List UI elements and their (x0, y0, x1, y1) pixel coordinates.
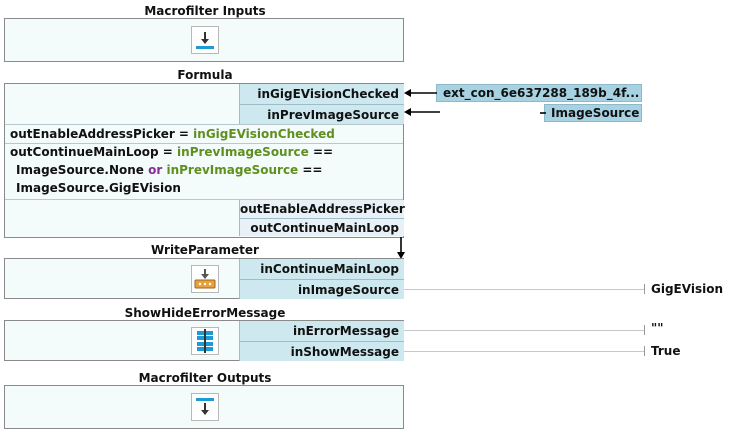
value-connector-bracket (644, 284, 645, 294)
value-connector-bracket (644, 325, 645, 335)
writeparameter-block[interactable]: inContinueMainLoop inImageSource (4, 258, 404, 299)
formula-enum-value: ImageSource.GigEVision (16, 181, 181, 195)
formula-operator: == (308, 145, 334, 159)
macrofilter-outputs-title: Macrofilter Outputs (138, 371, 272, 385)
formula-enum-value: ImageSource.None (16, 163, 149, 177)
input-port-ingigevisionchecked[interactable]: inGigEVisionChecked (239, 84, 404, 104)
formula-divider (5, 124, 403, 125)
formula-input-reference: inPrevImageSource (177, 145, 309, 159)
showhideerrormessage-block[interactable]: inErrorMessage inShowMessage (4, 320, 404, 361)
formula-line-1[interactable]: outEnableAddressPicker = inGigEVisionChe… (10, 125, 335, 143)
value-connector-line (404, 351, 644, 352)
formula-input-reference: inGigEVisionChecked (193, 127, 335, 141)
formula-line-2[interactable]: outContinueMainLoop = inPrevImageSource … (10, 143, 333, 161)
write-parameter-icon (191, 265, 219, 293)
value-inerrormessage[interactable]: "" (651, 321, 664, 335)
value-inshowmessage[interactable]: True (651, 344, 681, 358)
input-arrow-icon (191, 26, 219, 54)
formula-line-2-cont2[interactable]: ImageSource.GigEVision (16, 179, 181, 197)
value-inimagesource[interactable]: GigEVision (651, 282, 723, 296)
macrofilter-inputs-block[interactable] (4, 18, 404, 62)
input-port-inprevimagesource[interactable]: inPrevImageSource (239, 104, 404, 124)
output-port-outenableaddresspicker[interactable]: outEnableAddressPicker (239, 200, 405, 218)
formula-input-reference: inPrevImageSource (166, 163, 299, 177)
connection-line-segment (540, 112, 546, 114)
formula-keyword: or (148, 163, 163, 177)
formula-identifier: outContinueMainLoop (10, 145, 159, 159)
formula-block[interactable]: inGigEVisionChecked inPrevImageSource ou… (4, 83, 405, 238)
source-chip-ext-con[interactable]: ext_con_6e637288_189b_4f... (436, 84, 642, 102)
formula-operator: = (158, 145, 178, 159)
source-chip-imagesource[interactable]: ImageSource (544, 104, 642, 122)
macrofilter-inputs-title: Macrofilter Inputs (144, 4, 266, 18)
macrofilter-outputs-block[interactable] (4, 385, 404, 429)
formula-operator: = (174, 127, 194, 141)
formula-line-2-cont[interactable]: ImageSource.None or inPrevImageSource == (16, 161, 323, 179)
output-arrow-icon (191, 393, 219, 421)
formula-divider (5, 199, 403, 200)
showhideerrormessage-title: ShowHideErrorMessage (124, 306, 286, 320)
value-connector-line (404, 330, 644, 331)
input-port-inshowmessage[interactable]: inShowMessage (239, 341, 404, 361)
show-hide-icon (191, 327, 219, 355)
value-connector-bracket (644, 346, 645, 356)
output-port-outcontinuemainloop[interactable]: outContinueMainLoop (239, 218, 404, 236)
writeparameter-title: WriteParameter (151, 243, 259, 257)
connection-down-arrow (397, 237, 405, 259)
input-port-incontinuemainloop[interactable]: inContinueMainLoop (239, 259, 404, 279)
input-port-inimagesource[interactable]: inImageSource (239, 279, 404, 299)
value-connector-line (404, 289, 644, 290)
formula-identifier: outEnableAddressPicker (10, 127, 175, 141)
formula-title: Formula (177, 68, 233, 82)
formula-operator: == (298, 163, 323, 177)
input-port-inerrormessage[interactable]: inErrorMessage (239, 321, 404, 341)
formula-divider (5, 143, 403, 144)
connection-arrows (404, 89, 440, 116)
